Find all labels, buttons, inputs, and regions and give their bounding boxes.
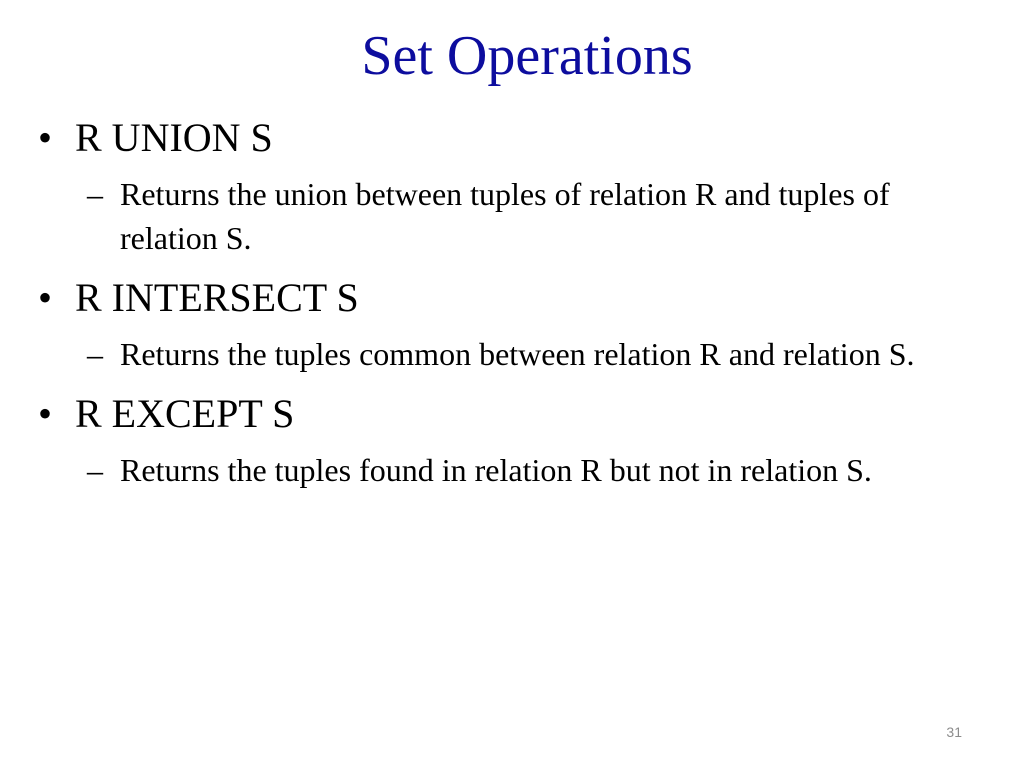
- sub-bullet-row: – Returns the tuples found in relation R…: [87, 448, 950, 492]
- bullet-heading-row: • R INTERSECT S: [38, 274, 988, 322]
- bullet-heading-row: • R UNION S: [38, 114, 988, 162]
- bullet-heading: R INTERSECT S: [75, 275, 359, 320]
- sub-bullet-row: – Returns the union between tuples of re…: [87, 172, 950, 260]
- dash-icon: –: [87, 336, 103, 372]
- sub-bullet-row: – Returns the tuples common between rela…: [87, 332, 950, 376]
- bullet-list: • R UNION S – Returns the union between …: [38, 114, 988, 492]
- bullet-dot-icon: •: [38, 115, 53, 160]
- dash-icon: –: [87, 176, 103, 212]
- sub-bullet-text: Returns the tuples common between relati…: [120, 336, 915, 372]
- bullet-item-intersect: • R INTERSECT S – Returns the tuples com…: [38, 274, 988, 376]
- dash-icon: –: [87, 452, 103, 488]
- bullet-dot-icon: •: [38, 275, 53, 320]
- sub-bullet-text: Returns the tuples found in relation R b…: [120, 452, 872, 488]
- bullet-heading: R UNION S: [75, 115, 273, 160]
- bullet-item-union: • R UNION S – Returns the union between …: [38, 114, 988, 260]
- bullet-dot-icon: •: [38, 391, 53, 436]
- slide-title: Set Operations: [361, 25, 693, 87]
- sub-bullet-text: Returns the union between tuples of rela…: [120, 176, 890, 256]
- bullet-heading: R EXCEPT S: [75, 391, 295, 436]
- bullet-item-except: • R EXCEPT S – Returns the tuples found …: [38, 390, 988, 492]
- bullet-heading-row: • R EXCEPT S: [38, 390, 988, 438]
- page-number: 31: [946, 724, 962, 740]
